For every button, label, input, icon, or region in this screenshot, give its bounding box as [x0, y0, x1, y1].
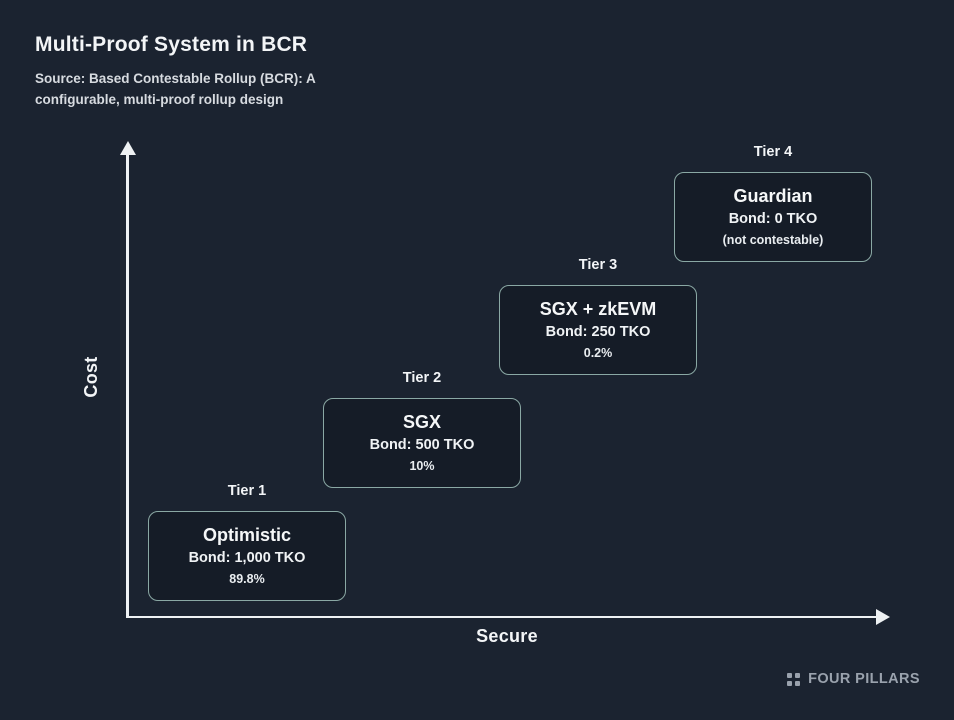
tier-box-sgx: SGX Bond: 500 TKO 10%: [323, 398, 521, 488]
source-note-line-2: configurable, multi-proof rollup design: [35, 92, 284, 107]
tier-3-label: Tier 3: [578, 257, 618, 273]
tier-name: SGX + zkEVM: [539, 299, 657, 319]
tier-group-2: Tier 2 SGX Bond: 500 TKO 10%: [323, 370, 521, 488]
tier-name: SGX: [402, 412, 441, 432]
four-pillars-logo: FOUR PILLARS: [787, 671, 920, 687]
tier-detail: 89.8%: [229, 572, 265, 586]
tier-bond: Bond: 0 TKO: [728, 211, 818, 227]
tier-name: Guardian: [733, 186, 813, 206]
tier-2-label: Tier 2: [402, 370, 442, 386]
tier-group-4: Tier 4 Guardian Bond: 0 TKO (not contest…: [674, 144, 872, 262]
y-axis-arrow-icon: [119, 141, 136, 155]
tier-bond: Bond: 1,000 TKO: [188, 550, 306, 566]
x-axis-line: [126, 615, 876, 618]
tier-name: Optimistic: [202, 525, 291, 545]
four-dots-icon: [787, 672, 793, 678]
tier-1-label: Tier 1: [227, 483, 267, 499]
tier-group-1: Tier 1 Optimistic Bond: 1,000 TKO 89.8%: [148, 483, 346, 601]
y-axis-line: [126, 152, 129, 618]
brand-name: FOUR PILLARS: [808, 671, 920, 687]
y-axis-label: Cost: [81, 356, 101, 398]
tier-4-label: Tier 4: [753, 144, 793, 160]
tier-box-optimistic: Optimistic Bond: 1,000 TKO 89.8%: [148, 511, 346, 601]
tier-bond: Bond: 500 TKO: [369, 437, 475, 453]
x-axis-arrow-icon: [876, 609, 890, 625]
source-note-line-1: Source: Based Contestable Rollup (BCR): …: [35, 71, 316, 86]
tier-detail: 0.2%: [583, 346, 613, 360]
page-title: Multi-Proof System in BCR: [35, 33, 308, 56]
tier-detail: 10%: [409, 459, 435, 473]
tier-box-guardian: Guardian Bond: 0 TKO (not contestable): [674, 172, 872, 262]
x-axis-label: Secure: [476, 626, 538, 646]
tier-group-3: Tier 3 SGX + zkEVM Bond: 250 TKO 0.2%: [499, 257, 697, 375]
source-note: Source: Based Contestable Rollup (BCR): …: [35, 68, 316, 110]
tier-box-sgx-zkevm: SGX + zkEVM Bond: 250 TKO 0.2%: [499, 285, 697, 375]
tier-bond: Bond: 250 TKO: [545, 324, 651, 340]
tier-detail: (not contestable): [722, 233, 824, 247]
